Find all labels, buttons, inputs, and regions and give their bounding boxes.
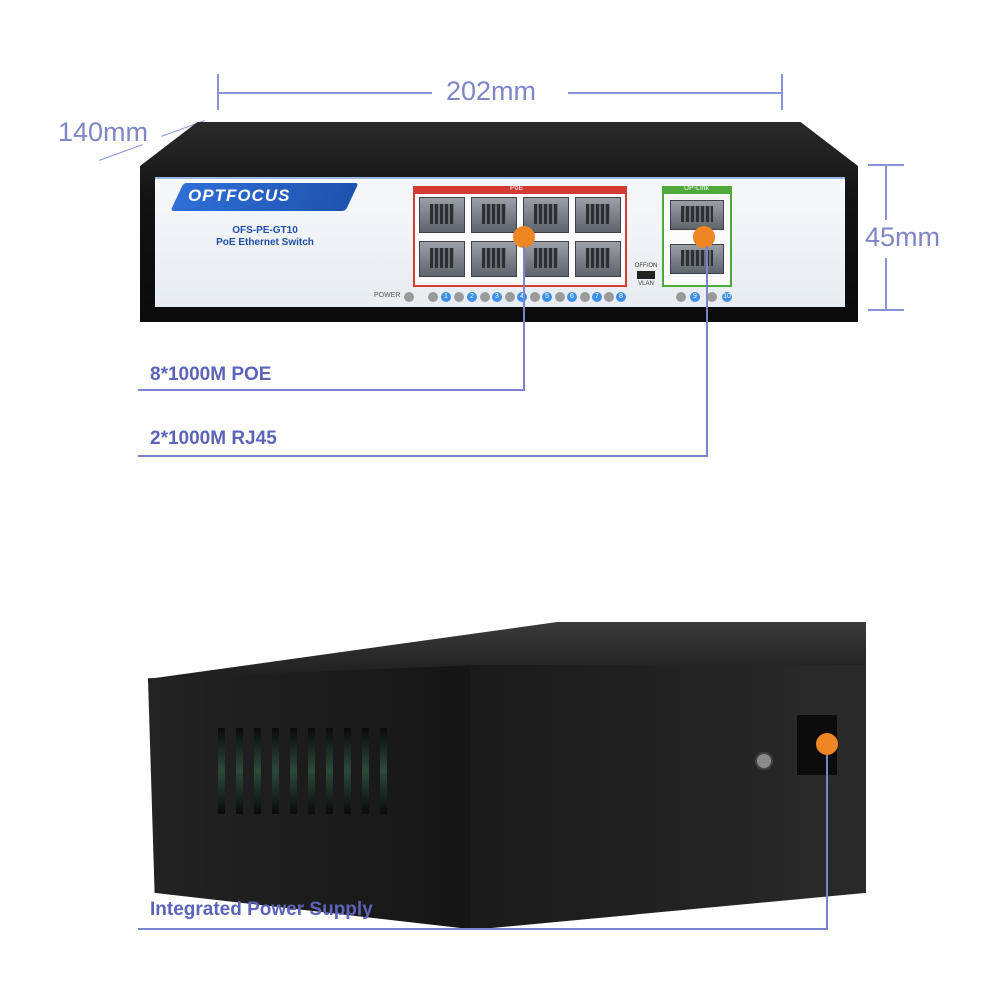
rj45-ports-marker: [693, 226, 715, 248]
port-9-link-led: [676, 292, 686, 302]
uplink-port-9: [670, 200, 724, 230]
port-2-number: 2: [467, 292, 477, 302]
model-label: OFS-PE-GT10 PoE Ethernet Switch: [205, 225, 325, 249]
poe-port-6: [523, 241, 569, 277]
poe-ports-marker: [513, 226, 535, 248]
port-3-link-led: [480, 292, 490, 302]
port-4-link-led: [505, 292, 515, 302]
vlan-switch-label: OFF/ON VLAN: [633, 262, 659, 288]
ventilation-slot: [290, 728, 297, 814]
poe-port-2: [419, 241, 465, 277]
port-10-number: 10: [722, 292, 732, 302]
power-supply-callout: Integrated Power Supply: [150, 899, 373, 920]
model-description: PoE Ethernet Switch: [216, 237, 314, 248]
width-dimension-line-left: [218, 92, 432, 94]
port-6-link-led: [555, 292, 565, 302]
ventilation-slot: [326, 728, 333, 814]
poe-port-5: [523, 197, 569, 233]
port-8-link-led: [604, 292, 614, 302]
port-6-number: 6: [567, 292, 577, 302]
vlan-switch-label-top: OFF/ON: [634, 263, 658, 269]
vlan-dip-switch: [637, 271, 655, 279]
rj45-callout-leader-vertical: [706, 246, 708, 456]
width-dimension-tick-right: [781, 74, 783, 110]
power-led: [404, 292, 414, 302]
port-7-link-led: [580, 292, 590, 302]
poe-group-label: PoE: [510, 185, 524, 192]
ventilation-slot: [380, 728, 387, 814]
ventilation-slot: [272, 728, 279, 814]
port-1-number: 1: [441, 292, 451, 302]
port-5-number: 5: [542, 292, 552, 302]
switch-rear-panel: [470, 665, 866, 930]
poe-port-4: [471, 241, 517, 277]
vlan-switch-label-bottom: VLAN: [638, 281, 654, 287]
poe-ports-callout: 8*1000M POE: [150, 364, 272, 385]
ventilation-slot: [236, 728, 243, 814]
poe-callout-leader-horizontal: [138, 389, 525, 391]
ventilation-slot: [218, 728, 225, 814]
rj45-ports-callout: 2*1000M RJ45: [150, 428, 277, 449]
port-8-number: 8: [616, 292, 626, 302]
height-dimension-line-top: [885, 166, 887, 220]
uplink-port-10: [670, 244, 724, 274]
poe-port-1: [419, 197, 465, 233]
power-led-label: POWER: [374, 292, 401, 299]
port-7-number: 7: [592, 292, 602, 302]
height-dimension-tick-bottom: [868, 309, 904, 311]
ventilation-slot: [344, 728, 351, 814]
port-1-link-led: [428, 292, 438, 302]
port-10-link-led: [707, 292, 717, 302]
power-callout-leader-vertical: [826, 755, 828, 929]
uplink-group-label: UP-Link: [684, 185, 709, 192]
ventilation-slot: [254, 728, 261, 814]
power-callout-leader-horizontal: [138, 928, 828, 930]
ventilation-slot: [362, 728, 369, 814]
port-9-number: 9: [690, 292, 700, 302]
height-dimension-line-bottom: [885, 258, 887, 310]
port-3-number: 3: [492, 292, 502, 302]
port-5-link-led: [530, 292, 540, 302]
power-supply-marker: [816, 733, 838, 755]
height-label: 45mm: [865, 222, 941, 252]
width-dimension-line-right: [568, 92, 782, 94]
port-2-link-led: [454, 292, 464, 302]
brand-logo-text: OPTFOCUS: [188, 186, 291, 205]
poe-callout-leader-vertical: [523, 246, 525, 390]
width-label: 202mm: [446, 76, 537, 106]
poe-port-3: [471, 197, 517, 233]
ground-screw: [755, 752, 773, 770]
depth-label: 140mm: [58, 117, 149, 147]
poe-port-8: [575, 241, 621, 277]
ventilation-slot: [308, 728, 315, 814]
port-4-number: 4: [517, 292, 527, 302]
model-number: OFS-PE-GT10: [232, 225, 298, 236]
rj45-callout-leader-horizontal: [138, 455, 708, 457]
height-dimension-tick-top: [868, 164, 904, 166]
poe-port-7: [575, 197, 621, 233]
width-dimension-tick-left: [217, 74, 219, 110]
